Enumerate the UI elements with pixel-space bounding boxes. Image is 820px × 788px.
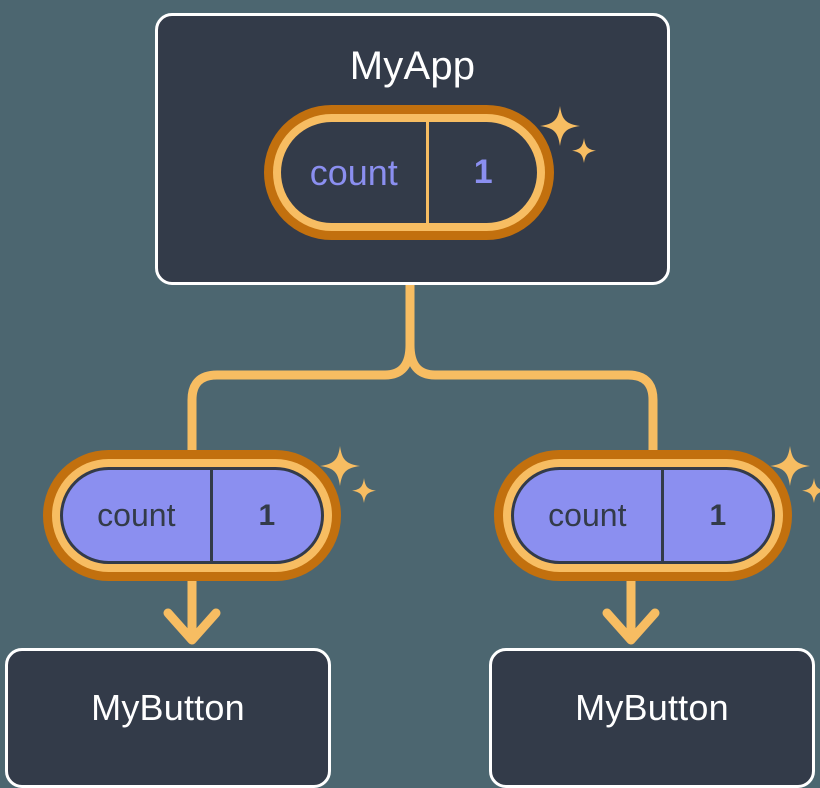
state-pill-ring: count 1 <box>43 450 341 581</box>
state-pill-ring-inner: count 1 <box>503 459 783 572</box>
component-label-mybutton-right: MyButton <box>575 687 729 728</box>
state-value-myapp: 1 <box>473 153 493 191</box>
state-pill-ring: count 1 <box>264 105 554 240</box>
state-key-myapp: count <box>281 122 430 223</box>
state-pill-mybutton-right[interactable]: count 1 <box>494 450 792 581</box>
state-pill-mybutton-left[interactable]: count 1 <box>43 450 341 581</box>
state-pill-ring: count 1 <box>494 450 792 581</box>
state-pill-face: count 1 <box>511 467 775 564</box>
component-label-myapp: MyApp <box>349 44 476 88</box>
component-label-mybutton-left: MyButton <box>91 687 245 728</box>
connector-branch-left <box>187 340 415 455</box>
component-card-mybutton-left[interactable]: MyButton <box>5 648 331 788</box>
diagram-canvas: MyApp count 1 count 1 <box>5 13 820 788</box>
state-pill-face: count 1 <box>281 122 537 223</box>
state-value-mybutton-right: 1 <box>709 498 727 532</box>
arrow-head-left <box>163 608 221 645</box>
state-pill-myapp[interactable]: count 1 <box>264 105 554 240</box>
arrow-head-right <box>602 608 660 645</box>
state-key-mybutton-left: count <box>63 470 213 561</box>
state-pill-ring-inner: count 1 <box>52 459 332 572</box>
state-pill-ring-inner: count 1 <box>273 114 545 231</box>
state-pill-face: count 1 <box>60 467 324 564</box>
component-card-mybutton-right[interactable]: MyButton <box>489 648 815 788</box>
connector-branch-right <box>405 340 658 455</box>
state-value-mybutton-left: 1 <box>258 498 276 532</box>
state-key-mybutton-right: count <box>514 470 664 561</box>
